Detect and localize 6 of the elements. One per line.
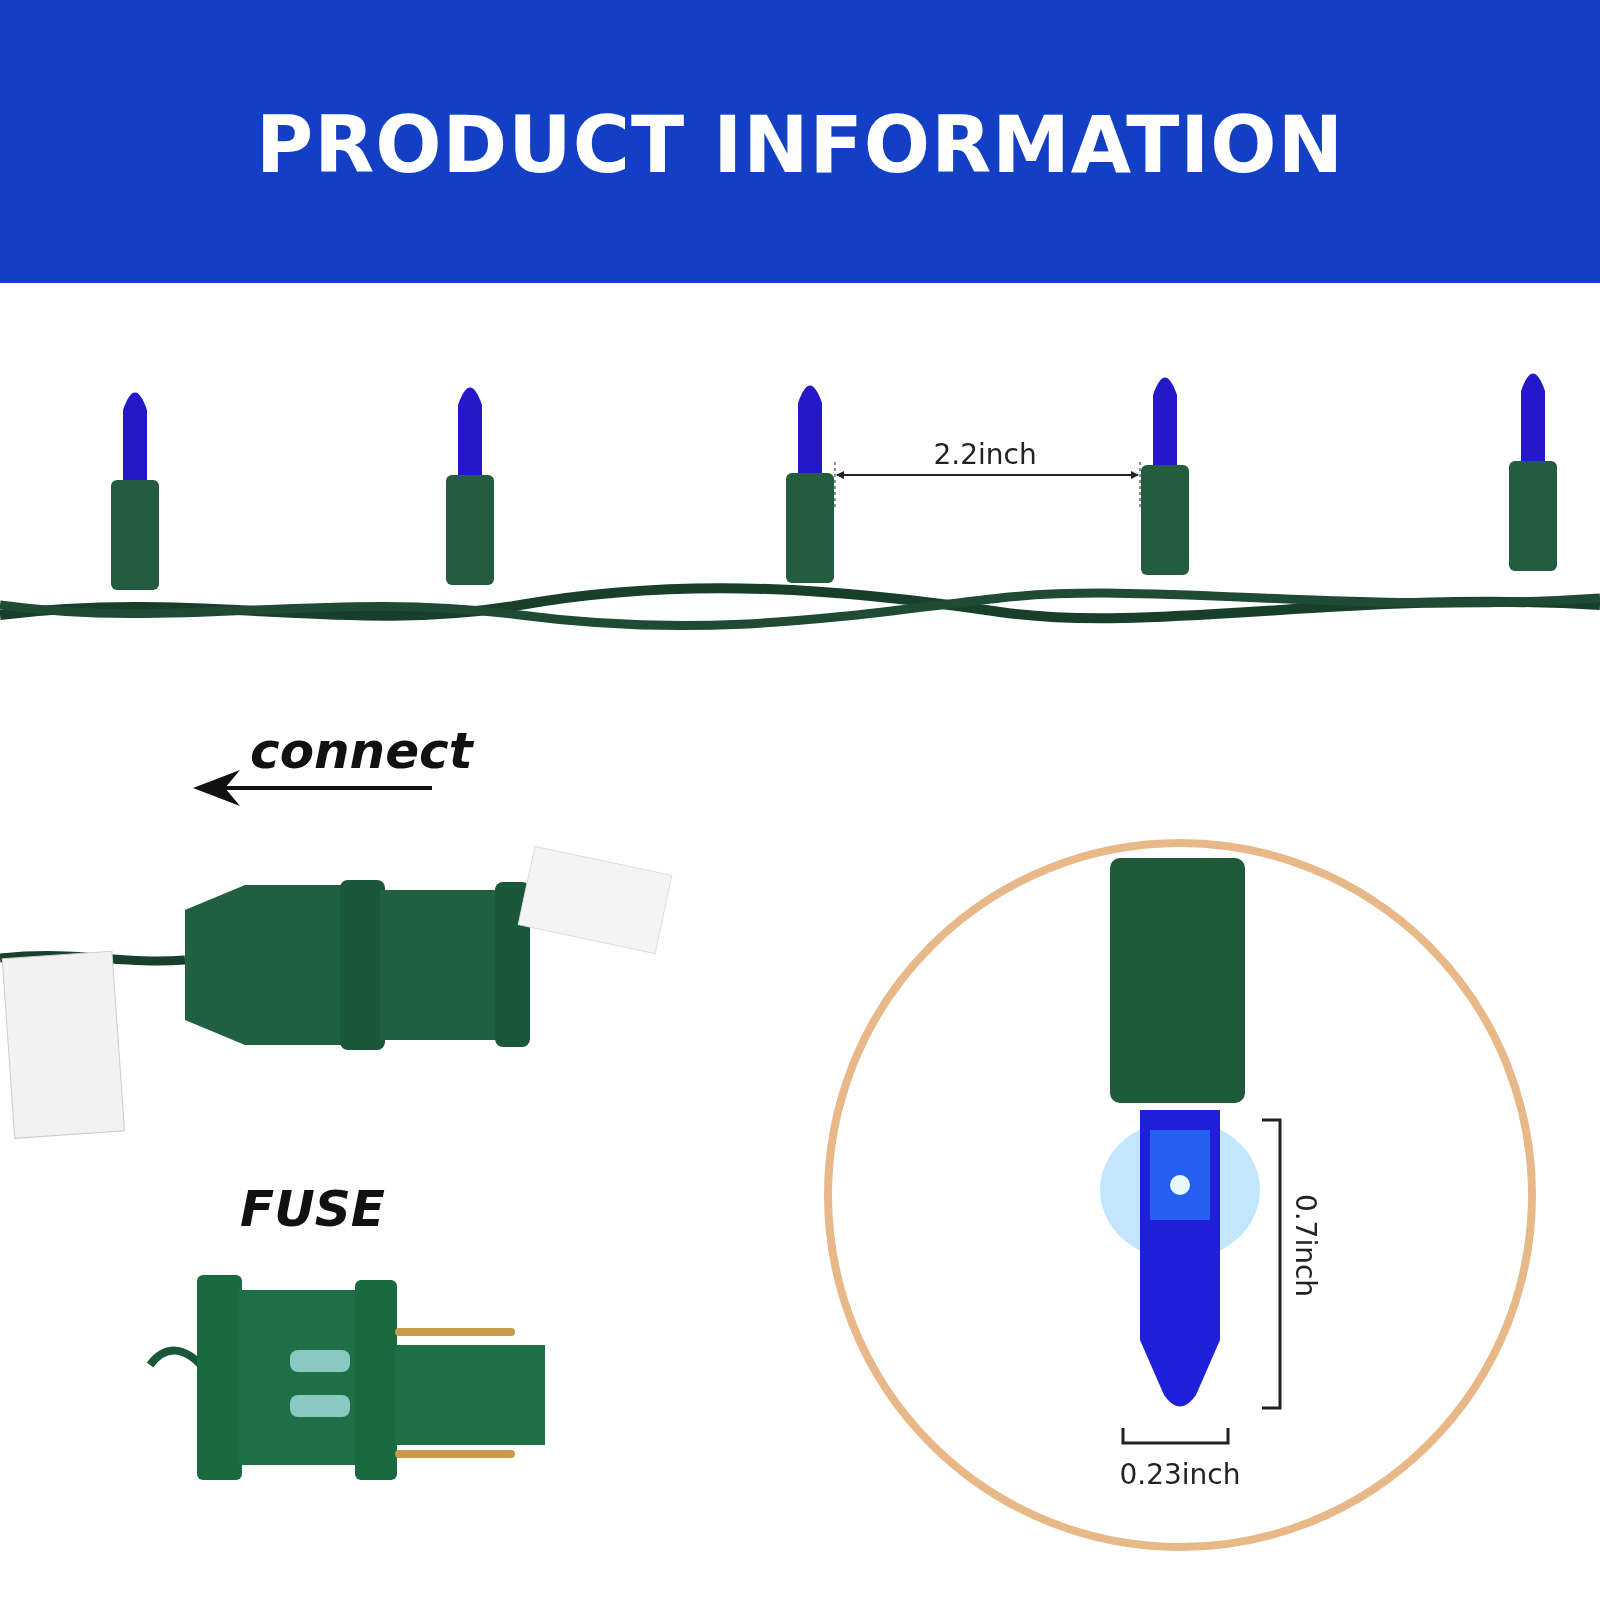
arrow-label: connect [250, 722, 473, 780]
dimension-label: 0.7inch [1288, 1193, 1322, 1297]
dimension-label: 2.2inch [933, 438, 1037, 471]
title: PRODUCT INFORMATION [255, 100, 1345, 190]
part-label: FUSE [240, 1180, 385, 1238]
dimension-label: 0.23inch [1119, 1458, 1241, 1491]
